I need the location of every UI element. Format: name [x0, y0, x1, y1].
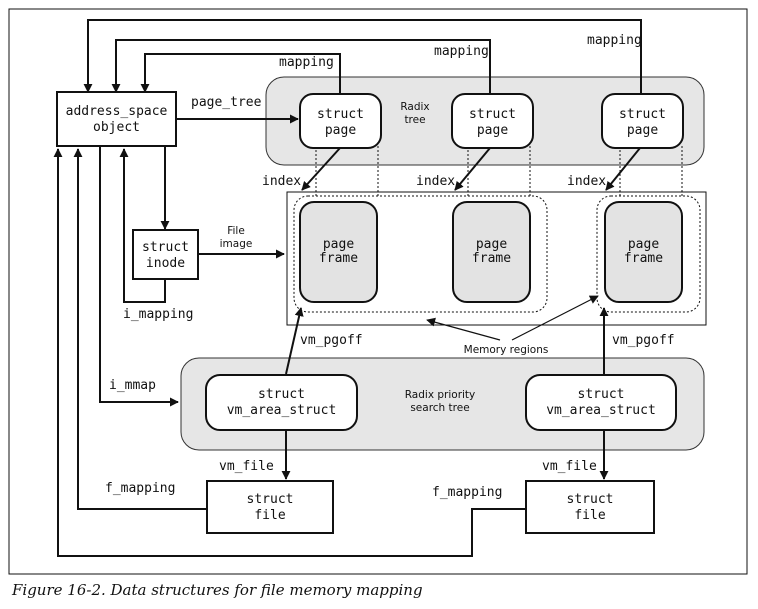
- vma-2-label-line-1: struct: [578, 387, 625, 402]
- f-mapping-arrow-2: [53, 148, 526, 557]
- f-mapping-label-2: f_mapping: [432, 485, 502, 500]
- frame-1-label-line-1: page: [323, 237, 354, 252]
- memory-region-outline-1: [293, 195, 548, 313]
- file-1-label-line-1: struct: [247, 492, 294, 507]
- struct-file-box-2: [525, 480, 655, 534]
- mapping-label-3: mapping: [587, 33, 642, 48]
- frame-2-label-line-2: frame: [472, 251, 511, 266]
- frame-3-label-line-2: frame: [624, 251, 663, 266]
- vm-file-label-2: vm_file: [542, 459, 597, 474]
- index-label-1: index: [262, 174, 301, 189]
- figure-frame: [8, 8, 748, 575]
- file-1-label-line-2: file: [254, 508, 285, 523]
- inode-label-line-1: struct: [142, 240, 189, 255]
- file-image-label-line-2: image: [220, 238, 253, 250]
- struct-page-box-2: [451, 93, 534, 149]
- struct-page-box-3: [601, 93, 684, 149]
- vma-1-label-line-1: struct: [258, 387, 305, 402]
- vm-pgoff-label-2: vm_pgoff: [612, 333, 675, 348]
- vm-pgoff-arrow-1: [285, 307, 304, 375]
- struct-file-box-1: [206, 480, 334, 534]
- dotted-connectors: [315, 146, 683, 196]
- mapping-label-2: mapping: [434, 44, 489, 59]
- radix-tree-label-line-2: tree: [404, 114, 425, 126]
- i-mapping-arrow: [119, 148, 166, 303]
- figure-caption: Figure 16-2. Data structures for file me…: [12, 581, 423, 599]
- priority-tree-label-line-1: Radix priority: [405, 389, 476, 401]
- address-space-label-line-1: address_space: [66, 104, 168, 119]
- vm-file-label-1: vm_file: [219, 459, 274, 474]
- index-arrow-1: [301, 147, 341, 191]
- inode-label-line-2: inode: [146, 256, 185, 271]
- memory-regions-pointer-2: [511, 295, 599, 341]
- frame-3-label-line-1: page: [628, 237, 659, 252]
- page-1-label-line-2: page: [325, 123, 356, 138]
- address-space-label-line-2: object: [93, 120, 140, 135]
- page-frame-box-3: [604, 201, 683, 303]
- frame-1-label-line-2: frame: [319, 251, 358, 266]
- page-frame-box-1: [299, 201, 378, 303]
- f-mapping-arrow-1: [73, 148, 207, 510]
- mapping-arrow-1: [140, 53, 341, 93]
- radix-tree-label-line-1: Radix: [400, 101, 429, 113]
- i-mapping-label: i_mapping: [123, 307, 193, 322]
- page-frame-box-2: [452, 201, 531, 303]
- mapping-arrow-3: [83, 19, 642, 93]
- vma-1-label-line-2: vm_area_struct: [227, 403, 337, 418]
- vma-2-label-line-2: vm_area_struct: [546, 403, 656, 418]
- mapping-label-1: mapping: [279, 55, 334, 70]
- memory-regions-pointer-1: [426, 317, 501, 341]
- page-3-label-line-1: struct: [619, 107, 666, 122]
- index-label-3: index: [567, 174, 606, 189]
- page-2-label-line-2: page: [477, 123, 508, 138]
- index-label-2: index: [416, 174, 455, 189]
- vm-area-struct-box-1: [205, 374, 358, 431]
- page-1-label-line-1: struct: [317, 107, 364, 122]
- page-3-label-line-2: page: [627, 123, 658, 138]
- memory-region-outline-2: [596, 195, 701, 313]
- struct-page-box-1: [299, 93, 382, 149]
- vm-area-struct-box-2: [525, 374, 677, 431]
- frame-2-label-line-1: page: [476, 237, 507, 252]
- index-arrow-3: [605, 147, 641, 191]
- f-mapping-label-1: f_mapping: [105, 481, 175, 496]
- index-arrow-2: [454, 147, 491, 191]
- mapping-arrow-2: [111, 39, 491, 93]
- file-2-label-line-1: struct: [567, 492, 614, 507]
- vm-pgoff-label-1: vm_pgoff: [300, 333, 363, 348]
- memory-regions-label: Memory regions: [464, 344, 549, 356]
- page-2-label-line-1: struct: [469, 107, 516, 122]
- file-image-label-line-1: File: [227, 225, 245, 237]
- struct-inode-box: [132, 229, 199, 280]
- i-mmap-label: i_mmap: [109, 378, 156, 393]
- address-space-object-box: [56, 91, 177, 147]
- page-tree-label: page_tree: [191, 95, 262, 110]
- file-2-label-line-2: file: [574, 508, 605, 523]
- i-mmap-arrow: [99, 146, 179, 407]
- priority-tree-label-line-2: search tree: [410, 402, 469, 414]
